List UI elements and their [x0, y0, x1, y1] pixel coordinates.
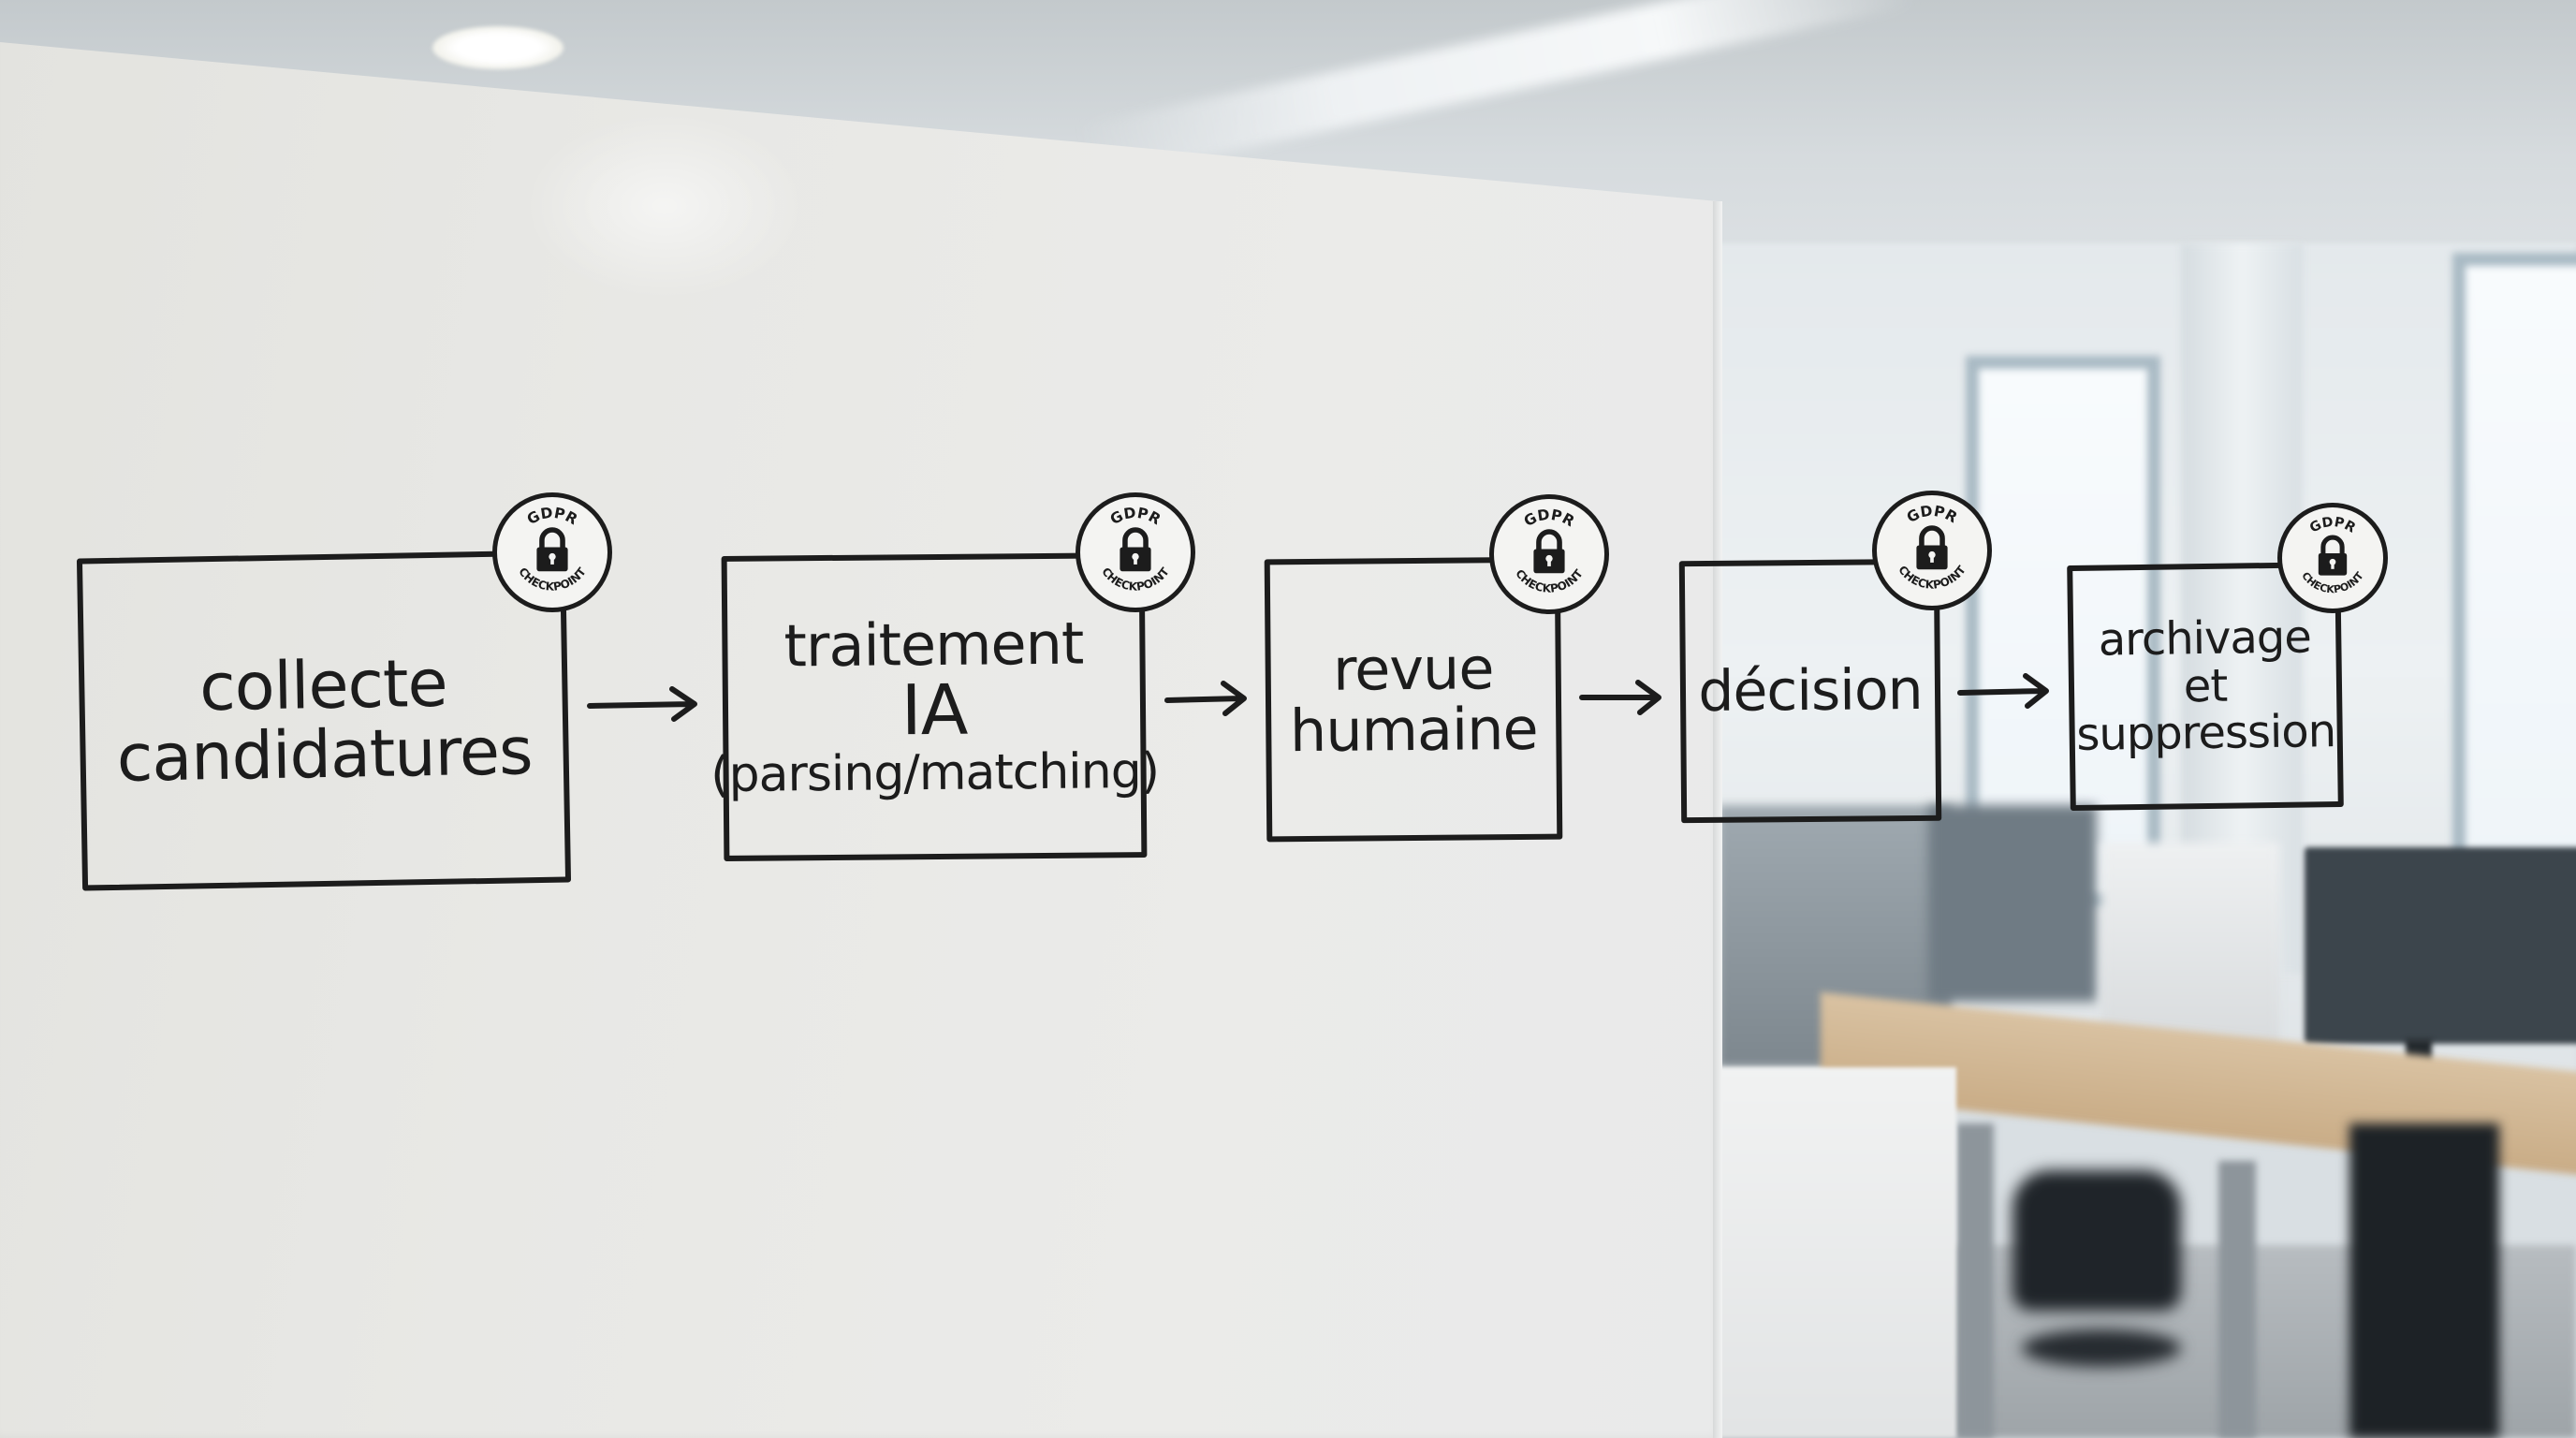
padlock-icon: GDPR CHECKPOINT: [516, 504, 589, 594]
gdpr-checkpoint-badge: GDPR CHECKPOINT: [1076, 492, 1195, 612]
svg-text:GDPR: GDPR: [524, 504, 581, 528]
gdpr-checkpoint-badge: GDPR CHECKPOINT: [1872, 491, 1992, 610]
step-label: archivage: [2098, 610, 2312, 667]
svg-text:GDPR: GDPR: [1107, 504, 1164, 528]
arrow-right-icon: [1957, 672, 2050, 710]
step-label: décision: [1698, 656, 1923, 725]
padlock-icon: GDPR CHECKPOINT: [1513, 506, 1586, 595]
desk-leg: [1956, 1123, 1994, 1438]
whiteboard: [0, 42, 1722, 1438]
whiteboard-edge: [1713, 201, 1722, 1438]
step-label: humaine: [1289, 694, 1538, 766]
svg-text:GDPR: GDPR: [1904, 502, 1961, 526]
ceiling-light: [432, 26, 564, 69]
computer-back: [2101, 843, 2279, 1058]
whiteboard-glare: [524, 112, 805, 300]
monitor-back: [1928, 805, 2097, 1002]
office-chair: [2012, 1170, 2181, 1311]
padlock-icon: GDPR CHECKPOINT: [2299, 515, 2366, 595]
cabinet: [2349, 1123, 2499, 1438]
gdpr-checkpoint-badge: GDPR CHECKPOINT: [2277, 503, 2388, 613]
gdpr-checkpoint-badge: GDPR CHECKPOINT: [1489, 494, 1609, 614]
arrow-right-icon: [587, 685, 698, 723]
step-label: IA: [900, 670, 968, 752]
arrow-right-icon: [1579, 679, 1662, 716]
step-label: revue: [1332, 634, 1494, 704]
monitor: [2305, 847, 2576, 1044]
office-chair-base: [2022, 1329, 2181, 1367]
step-label: candidatures: [116, 712, 534, 797]
desk-leg: [2218, 1161, 2256, 1438]
step-label: (parsing/matching): [710, 743, 1160, 804]
step-label: traitement: [783, 609, 1084, 681]
svg-text:GDPR: GDPR: [2307, 515, 2358, 536]
window: [2452, 253, 2576, 934]
step-label: suppression: [2075, 705, 2336, 762]
svg-text:GDPR: GDPR: [1521, 506, 1578, 530]
arrow-right-icon: [1164, 680, 1248, 717]
step-label: collecte: [198, 644, 448, 726]
padlock-icon: GDPR CHECKPOINT: [1099, 504, 1172, 594]
low-cabinet: [1713, 1067, 1956, 1438]
step-label: et: [2183, 659, 2228, 713]
gdpr-checkpoint-badge: GDPR CHECKPOINT: [492, 492, 612, 612]
padlock-icon: GDPR CHECKPOINT: [1895, 502, 1969, 592]
